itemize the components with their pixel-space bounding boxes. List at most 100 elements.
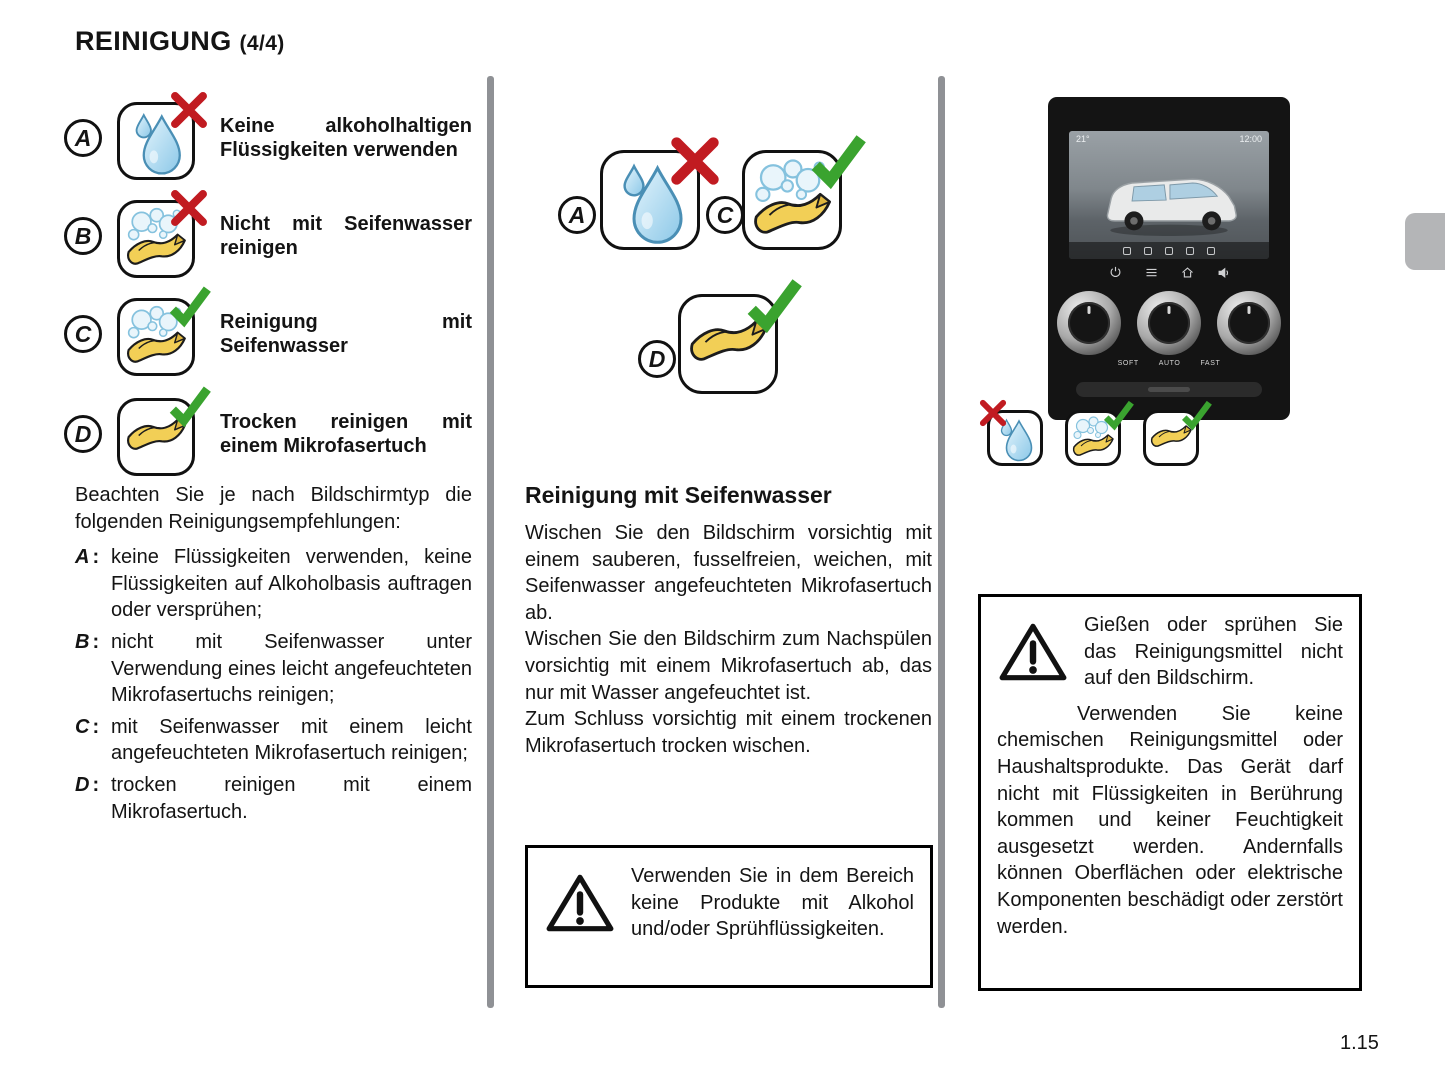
knob-dial [1148,302,1190,344]
dry-cloth-allowed-icon [676,278,794,400]
recommendation-text: keine Flüssigkeiten verwenden, keine Flü… [111,546,472,622]
dry-cloth-allowed-icon [1141,400,1207,470]
page-title-text: REINIGUNG [75,26,232,56]
red-x-icon [666,132,724,190]
screen-toolbar-icon [1165,246,1173,255]
dry-cloth-allowed-icon [115,386,207,482]
legend-row-b: B Nicht mit Seifenwasser reinigen [64,188,472,284]
home-icon [1181,267,1193,278]
red-x-icon [167,186,211,230]
knob-label-auto: AUTO [1158,360,1181,367]
warning-row: Verwenden Sie in dem Bereich keine Produ… [544,863,914,943]
legend-row-a: A Keine alkoholhaltigen Flüssigkeiten ve… [64,90,472,186]
legend-row-d: D Trocken reinigen mit einem Mikrofasert… [64,386,472,482]
temperature-label: 21° [1076,134,1090,144]
knob-center [1137,291,1201,355]
droplet-forbidden-icon [115,90,207,186]
warning-text-continued: Verwenden Sie keine chemischen Reinigung… [997,702,1343,938]
knob-label-soft: SOFT [1117,360,1139,367]
knob-row [1048,291,1290,355]
recommendation-text: trocken reinigen mit einem Mikrofasertuc… [111,773,472,823]
letter-badge-a: A [558,196,596,234]
letter-badge-a: A [64,119,102,157]
droplet-forbidden-icon [985,400,1051,470]
recommendation-item-a: A: keine Flüssigkeiten verwenden, keine … [75,544,472,624]
red-x-icon [167,88,211,132]
screen-toolbar-icon [1144,246,1152,255]
device-screen: 21° 12:00 [1069,131,1269,259]
warning-triangle-icon [997,619,1069,685]
letter-badge-c: C [64,315,102,353]
power-icon [1110,266,1120,277]
page-title: REINIGUNG (4/4) [75,24,285,60]
page-title-suffix: (4/4) [239,32,285,55]
warning-text: Verwenden Sie in dem Bereich keine Produ… [631,865,914,941]
device-bottom-bar [1076,382,1262,397]
legend-label-d: Trocken reinigen mit einem Mikrofasertuc… [220,410,472,457]
recommendation-item-d: D: trocken reinigen mit einem Mikrofaser… [75,772,472,825]
knob-left [1057,291,1121,355]
letter-badge-d: D [638,340,676,378]
recommendation-letter: A: [75,546,100,569]
paragraph: Wischen Sie den Bildschirm zum Nachspüle… [525,628,932,704]
speaker-icon [1218,267,1228,279]
droplet-forbidden-icon [598,134,716,256]
colon: : [92,546,100,569]
droplet-icon [987,410,1043,466]
cloth-icon [117,398,195,476]
warning-triangle-icon [544,870,616,936]
letter-b: B [74,222,92,249]
soap-cloth-forbidden-icon [115,188,207,284]
soap-cloth-icon [117,298,195,376]
car-illustration [1106,178,1237,237]
legend-label-a: Keine alkoholhaltigen Flüssigkeiten verw… [220,114,472,161]
soap-cloth-allowed-icon [115,286,207,382]
warning-box-middle: Verwenden Sie in dem Bereich keine Produ… [525,845,933,988]
section-heading: Reinigung mit Seifenwasser [525,482,832,508]
green-check-icon [1102,399,1134,431]
letter-badge-c: C [706,196,744,234]
colon: : [92,630,100,653]
left-text-block: Beachten Sie je nach Bildschirmtyp die f… [75,482,472,830]
column-divider-right [938,76,945,1008]
recommendation-letter: C: [75,715,100,738]
letter-c: C [74,320,92,347]
menu-icon [1146,268,1156,277]
recommendation-text: nicht mit Seifenwasser unter Verwendung … [111,630,472,707]
red-x-icon [977,397,1009,429]
recommendation-text: mit Seifenwasser mit einem leicht angefe… [111,715,472,765]
knob-dial [1228,302,1270,344]
screen-toolbar-icon [1186,246,1194,255]
paragraph: Zum Schluss vorsichtig mit einem trocken… [525,708,932,757]
climate-control-unit-image: 21° 12:00 [1048,97,1290,420]
middle-text-block: Wischen Sie den Bildschirm vorsichtig mi… [525,520,932,759]
letter-badge-b: B [64,217,102,255]
bezel-button-row [1048,265,1290,280]
green-check-icon [744,276,802,334]
green-check-icon [1180,399,1212,431]
knob-right [1217,291,1281,355]
letter-a: A [74,124,92,151]
knob-label-row: SOFT AUTO FAST [1048,359,1290,368]
intro-paragraph: Beachten Sie je nach Bildschirmtyp die f… [75,484,472,533]
letter-d: D [74,420,92,447]
screen-toolbar [1069,242,1269,259]
chapter-side-tab [1405,213,1445,270]
legend-label-c: Reinigung mit Seifenwasser [220,310,472,357]
screen-toolbar-icon [1123,246,1131,255]
clock-label: 12:00 [1239,134,1262,144]
page-number: 1.15 [1340,1032,1379,1054]
colon: : [92,715,100,738]
knob-label-fast: FAST [1200,360,1221,367]
soap-cloth-allowed-icon [1063,400,1129,470]
recommendation-item-b: B: nicht mit Seifenwasser unter Verwendu… [75,629,472,709]
middle-figure: A C D [525,120,920,455]
green-check-icon [167,284,211,328]
green-check-icon [808,132,866,190]
warning-text: Gießen oder sprühen Sie das Reinigungsmi… [1084,614,1343,690]
legend-row-c: C Reinigung mit Seifenwasser [64,286,472,382]
mini-icon-strip [985,400,1207,470]
knob-dial [1068,302,1110,344]
soap-cloth-allowed-icon [740,134,858,256]
